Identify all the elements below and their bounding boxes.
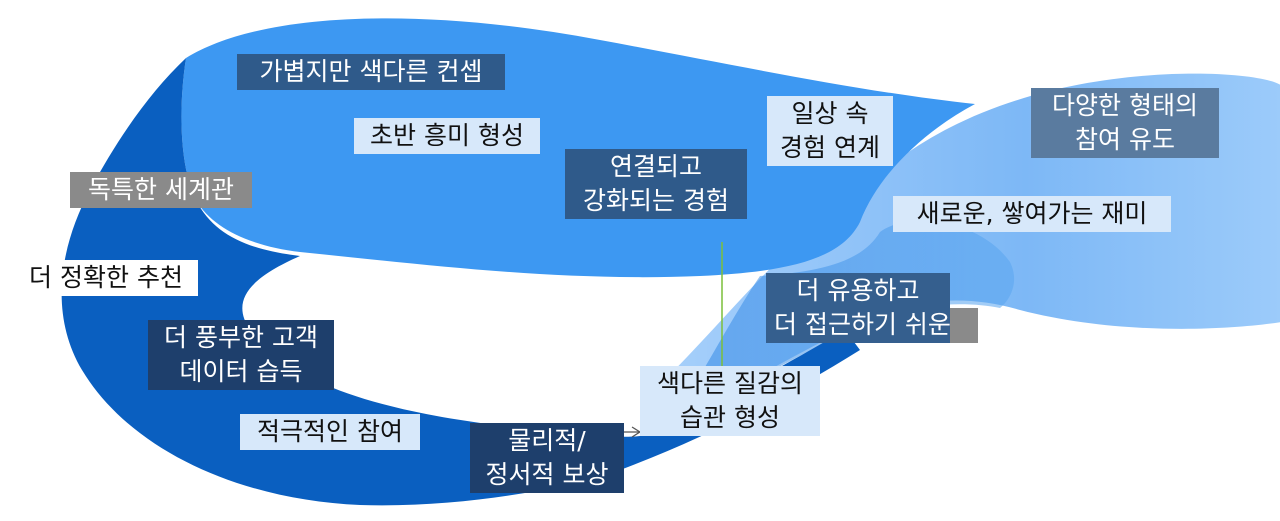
label-connected: 연결되고 강화되는 경험 (565, 149, 747, 219)
label-engagement: 적극적인 참여 (240, 414, 420, 450)
label-useful-gray-tail (950, 308, 978, 343)
label-daily: 일상 속 경험 연계 (767, 96, 893, 166)
label-fun: 새로운, 쌓여가는 재미 (893, 196, 1171, 232)
label-recommendation: 더 정확한 추천 (14, 260, 198, 296)
label-worldview: 독특한 세계관 (70, 172, 252, 208)
label-useful: 더 유용하고 더 접근하기 쉬운 (766, 273, 951, 343)
label-concept: 가볍지만 색다른 컨셉 (237, 54, 505, 90)
label-reward: 물리적/ 정서적 보상 (470, 423, 624, 493)
band-left-dark (61, 58, 860, 506)
label-diverse: 다양한 형태의 참여 유도 (1031, 88, 1219, 158)
label-habit: 색다른 질감의 습관 형성 (640, 366, 820, 436)
label-early-interest: 초반 흥미 형성 (354, 118, 540, 154)
label-customer-data: 더 풍부한 고객 데이터 습득 (148, 320, 334, 390)
